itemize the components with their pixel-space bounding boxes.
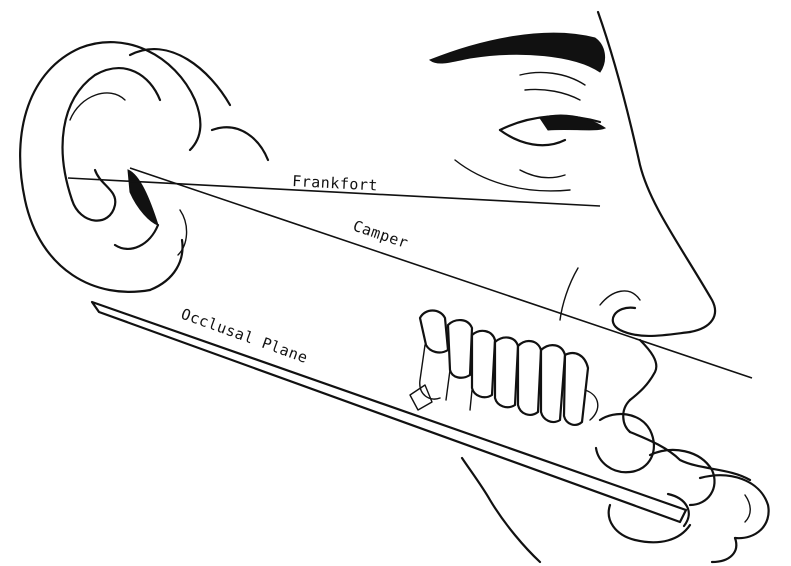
camper-line	[130, 168, 752, 378]
teeth	[410, 311, 598, 425]
cheek-line	[560, 268, 578, 320]
camper-label: Camper	[351, 217, 411, 252]
ear-drawing	[20, 42, 200, 292]
eye	[455, 72, 605, 190]
camper-plane: Camper	[130, 168, 752, 378]
head-contour	[130, 49, 268, 160]
occlusal-plane-bar: Occlusal Plane	[92, 302, 689, 526]
eyebrow	[430, 33, 605, 72]
face-profile	[598, 12, 750, 480]
